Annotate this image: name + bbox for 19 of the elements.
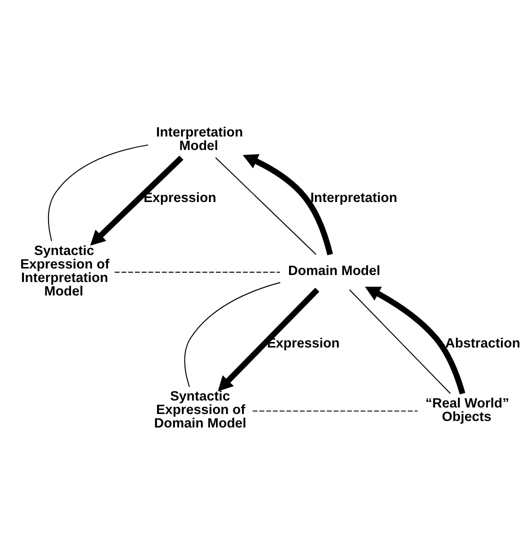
node-text: “Real World” Objects [426,395,510,424]
connector [349,289,451,394]
edge-label: Interpretation [310,190,398,206]
edge-label: Expression [266,336,340,351]
node-text: Interpretation Model [156,124,244,154]
connector [48,144,149,242]
edge-label: Abstraction [445,336,520,351]
node-text: Syntactic Expression of Domain Model [154,388,246,431]
arrow [242,154,333,256]
node-text: Domain Model [288,262,380,278]
connector [114,272,281,273]
connector [252,410,418,412]
arrow [365,286,466,394]
node-text: Syntactic Expression of Interpretation Model [20,243,110,299]
arrow [90,156,184,246]
arrow [218,288,320,392]
edge-label: Expression [144,190,216,206]
connector [184,282,281,388]
connector [215,157,317,256]
